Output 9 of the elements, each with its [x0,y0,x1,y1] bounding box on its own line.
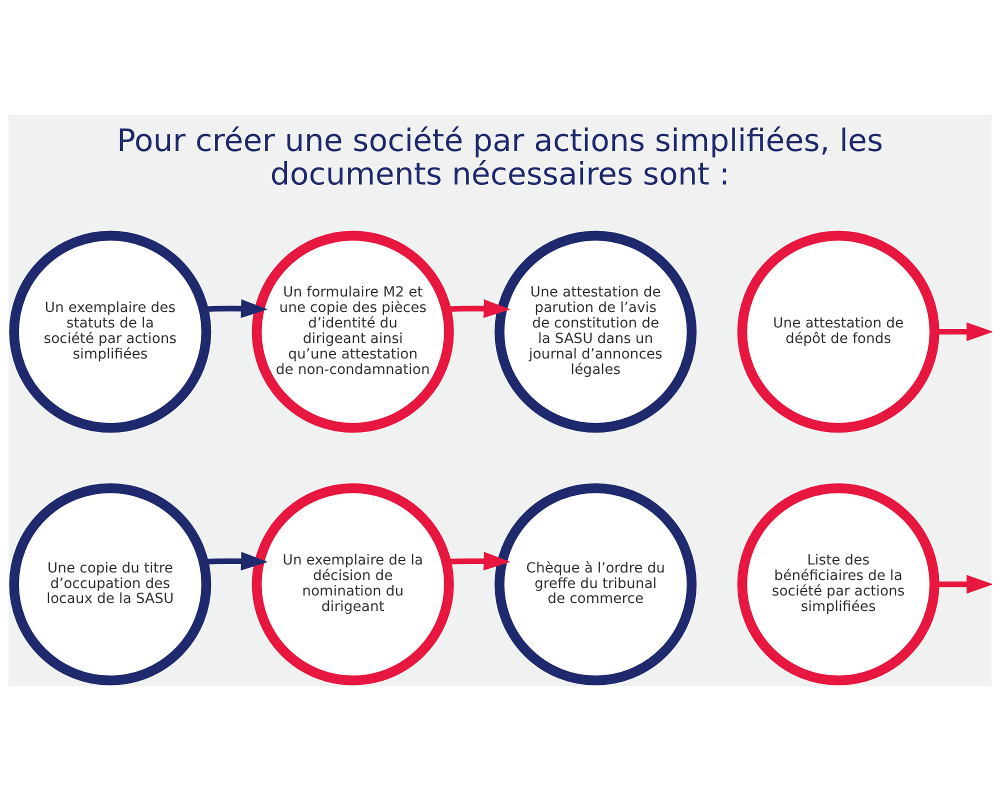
node-circle: Chèque à l’ordre du greffe du tribunal de commerce [494,482,697,685]
diagram-title: Pour créer une société par actions simplifiées, les documents nécessaires sont : [116,122,884,192]
node-circle: Un exemplaire de la décision de nomination du dirigeant [252,482,454,685]
node-circle: Liste des bénéficiaires de la société par actions simplifiées [737,482,940,685]
node-circle: Un formulaire M2 et une copie des pièces d’identité du dirigeant ainsi qu’une attestation de non-condamnation [252,230,454,432]
node-circle: Une attestation de parution de l’avis de constitution de la SASU dans un journal d’annonces légales [494,230,697,432]
node-circle: Un exemplaire des statuts de la société par actions simplifiées [9,230,212,432]
node-circle: Une attestation de dépôt de fonds [737,230,940,432]
node-circle: Une copie du titre d’occupation des locaux de la SASU [9,482,212,685]
